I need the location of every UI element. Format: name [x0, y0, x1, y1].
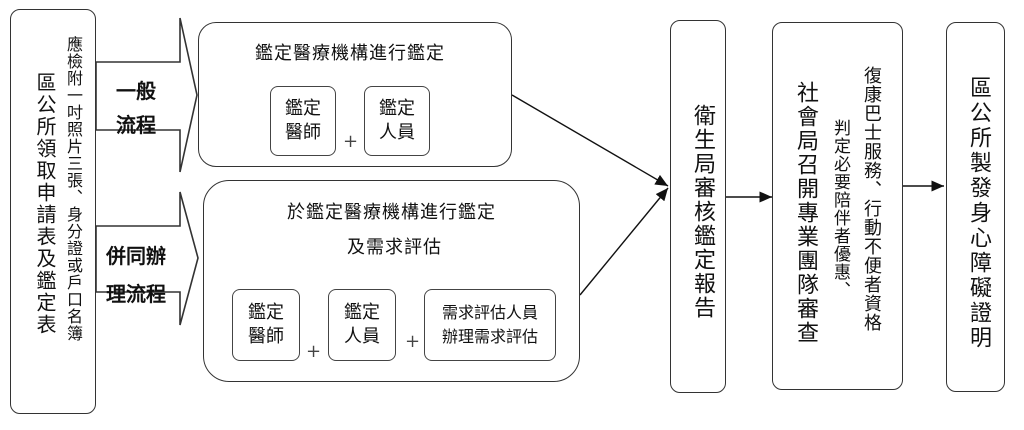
committee-sub-line2: 判定必要陪伴者優惠、	[830, 119, 850, 299]
combined-item-needs-assessor-line1: 需求評估人員	[441, 303, 538, 322]
arrow-combined-to-review	[579, 187, 669, 296]
combined-item-needs-assessor-line2: 辦理需求評估	[441, 327, 538, 346]
combined-item-staff-line1: 鑑定	[344, 302, 380, 323]
social-bureau-committee-box: 社會局召開專業團隊審查 復康巴士服務、行動不便者資格 判定必要陪伴者優惠、	[772, 22, 903, 390]
arrow-general-to-review	[511, 94, 669, 187]
general-flow-title: 鑑定醫療機構進行鑑定	[255, 43, 445, 64]
combined-item-needs-assessor: 需求評估人員辦理需求評估	[424, 289, 556, 361]
general-item-staff: 鑑定人員	[364, 86, 430, 156]
combined-flow-label: 併同辦 理流程	[106, 237, 166, 313]
general-flow-arrow	[95, 17, 198, 173]
combined-item-staff: 鑑定人員	[328, 289, 396, 361]
committee-sub-line1: 復康巴士服務、行動不便者資格	[861, 66, 882, 332]
combined-plus-sign-2: +	[405, 331, 421, 352]
combined-item-staff-line2: 人員	[344, 326, 380, 347]
health-bureau-review-text: 衛生局審核鑑定報告	[690, 104, 715, 320]
general-item-doctor-line2: 醫師	[285, 122, 321, 143]
start-box: 區公所領取申請表及鑑定表 應檢附一吋照片三張、身分證或戶口名簿	[10, 9, 96, 414]
combined-flow-title-line1: 於鑑定醫療機構進行鑑定	[287, 202, 496, 223]
combined-item-doctor-line2: 醫師	[248, 326, 284, 347]
combined-flow-title-line2: 及需求評估	[347, 237, 442, 258]
general-flow-box: 鑑定醫療機構進行鑑定 鑑定醫師 + 鑑定人員	[198, 22, 512, 167]
general-plus-sign: +	[343, 131, 359, 152]
general-item-staff-line2: 人員	[379, 122, 415, 143]
combined-flow-label-line1: 併同辦	[106, 244, 166, 268]
start-box-main-text: 區公所領取申請表及鑑定表	[33, 72, 57, 336]
general-flow-label: 一般 流程	[116, 74, 156, 142]
combined-flow-label-line2: 理流程	[106, 282, 166, 306]
health-bureau-review-box: 衛生局審核鑑定報告	[670, 20, 726, 393]
combined-plus-sign-1: +	[306, 341, 322, 362]
combined-item-doctor: 鑑定醫師	[232, 289, 300, 361]
general-item-staff-line1: 鑑定	[379, 98, 415, 119]
general-flow-label-line2: 流程	[116, 113, 156, 137]
start-box-sub-text: 應檢附一吋照片三張、身分證或戶口名簿	[64, 36, 83, 342]
certificate-issue-box: 區公所製發身心障礙證明	[946, 22, 1005, 392]
certificate-issue-text: 區公所製發身心障礙證明	[966, 76, 991, 351]
general-item-doctor-line1: 鑑定	[285, 98, 321, 119]
general-flow-label-line1: 一般	[116, 79, 156, 103]
combined-item-doctor-line1: 鑑定	[248, 302, 284, 323]
general-item-doctor: 鑑定醫師	[270, 86, 336, 156]
combined-flow-arrow	[95, 191, 199, 326]
committee-main-text: 社會局召開專業團隊審查	[793, 81, 818, 345]
combined-flow-box: 於鑑定醫療機構進行鑑定 及需求評估 鑑定醫師 + 鑑定人員 + 需求評估人員辦理…	[203, 180, 580, 382]
